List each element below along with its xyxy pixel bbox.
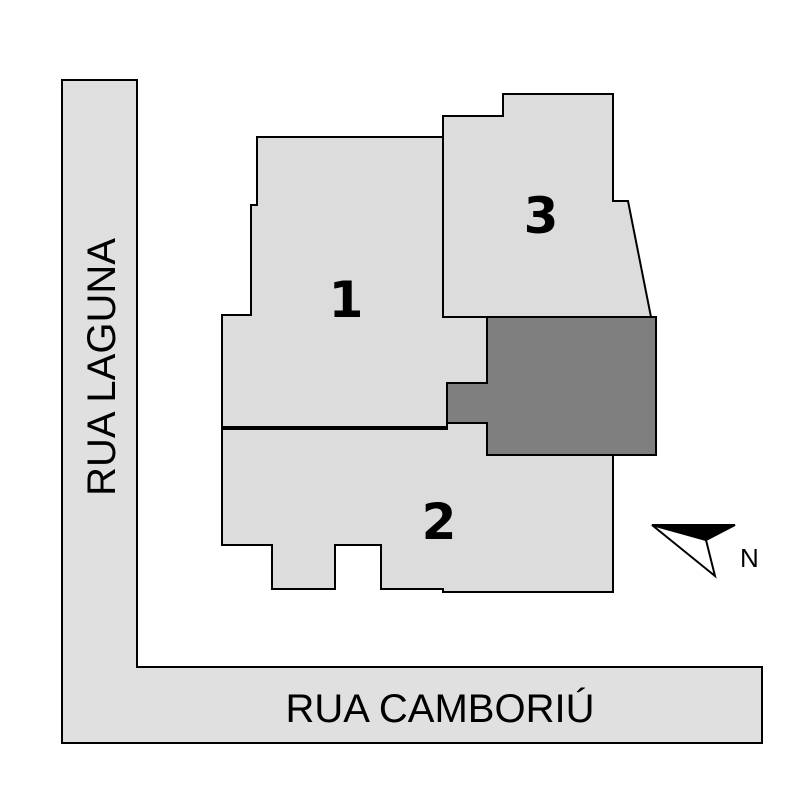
lot-2-label: 2 (422, 493, 457, 551)
highlighted-lot-shape[interactable] (446, 316, 657, 456)
street-area (61, 79, 763, 744)
compass-label: N (740, 543, 759, 573)
north-arrow-icon (651, 524, 736, 579)
lot-3-label: 3 (524, 187, 559, 245)
lot-1-label: 1 (329, 271, 364, 329)
street-label-camboriu: RUA CAMBORIÚ (286, 686, 595, 731)
street-label-laguna: RUA LAGUNA (80, 238, 124, 496)
